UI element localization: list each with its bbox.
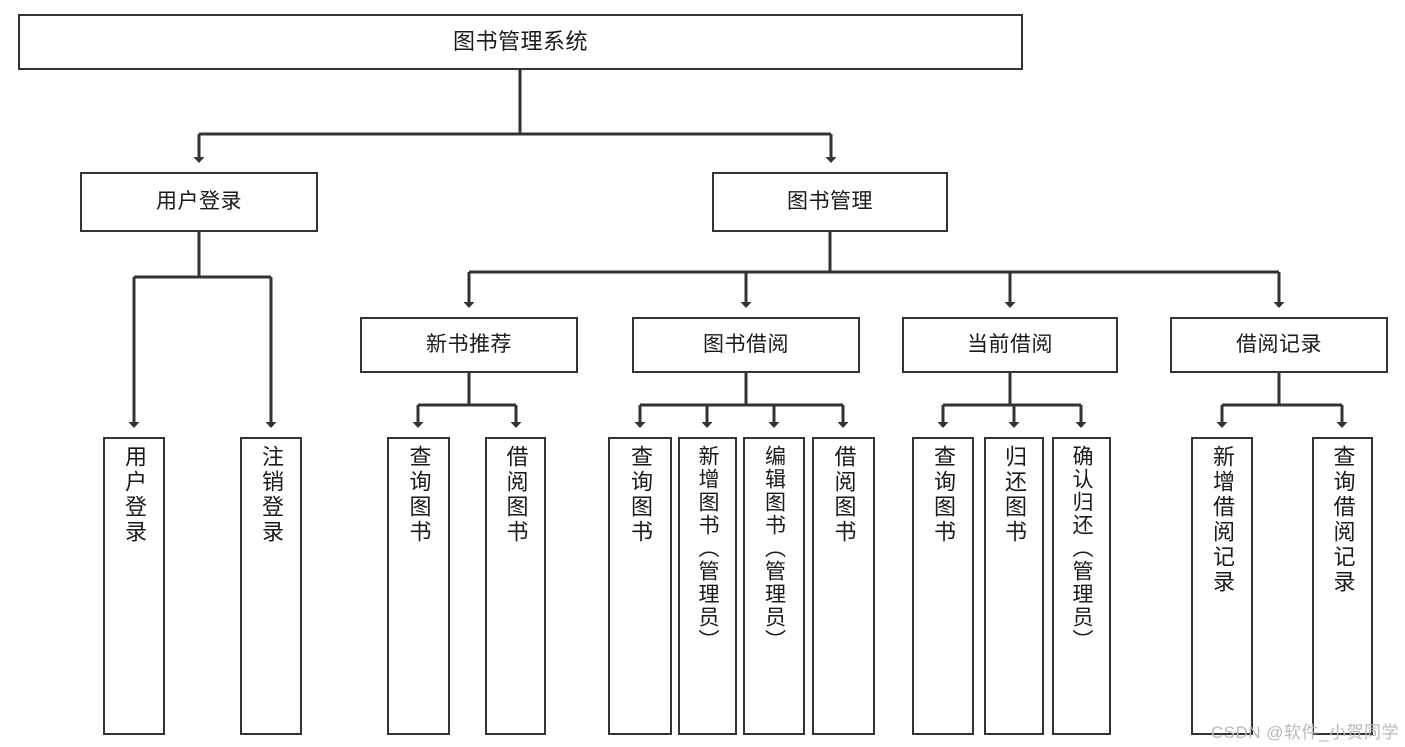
- node-leaf-borrow-book-rec-label: 借阅图书: [503, 445, 529, 545]
- node-leaf-query-book-rec-label: 查询图书: [406, 445, 432, 545]
- node-book-borrow[interactable]: 图书借阅: [632, 317, 860, 373]
- node-leaf-query-book-rec[interactable]: 查询图书: [387, 437, 450, 735]
- node-leaf-add-book-admin[interactable]: 新增图书（管理员）: [678, 437, 737, 735]
- node-borrow-record[interactable]: 借阅记录: [1170, 317, 1388, 373]
- node-leaf-edit-book-admin-label: 编辑图书（管理员）: [762, 445, 786, 652]
- node-user-login[interactable]: 用户登录: [80, 172, 318, 232]
- node-leaf-add-borrow-record[interactable]: 新增借阅记录: [1191, 437, 1253, 735]
- node-current-borrow[interactable]: 当前借阅: [902, 317, 1118, 373]
- node-leaf-add-book-admin-label: 新增图书（管理员）: [696, 445, 719, 652]
- csdn-watermark: CSDN @软件_小贺同学: [1210, 723, 1399, 742]
- node-new-book-recommend[interactable]: 新书推荐: [360, 317, 578, 373]
- node-leaf-confirm-return-admin[interactable]: 确认归还（管理员）: [1052, 437, 1111, 735]
- node-leaf-borrow-book-label: 借阅图书: [831, 445, 857, 545]
- node-leaf-logout[interactable]: 注销登录: [240, 437, 302, 735]
- node-leaf-query-book-borrow[interactable]: 查询图书: [608, 437, 672, 735]
- node-leaf-add-borrow-record-label: 新增借阅记录: [1210, 445, 1235, 595]
- node-leaf-user-login[interactable]: 用户登录: [103, 437, 165, 735]
- node-leaf-edit-book-admin[interactable]: 编辑图书（管理员）: [743, 437, 805, 735]
- node-user-login-label: 用户登录: [156, 190, 242, 214]
- node-borrow-record-label: 借阅记录: [1236, 333, 1322, 357]
- node-leaf-borrow-book[interactable]: 借阅图书: [812, 437, 875, 735]
- node-current-borrow-label: 当前借阅: [967, 333, 1053, 357]
- node-leaf-query-borrow-record-label: 查询借阅记录: [1330, 445, 1356, 595]
- node-root[interactable]: 图书管理系统: [18, 14, 1023, 70]
- node-leaf-borrow-book-rec[interactable]: 借阅图书: [485, 437, 546, 735]
- node-book-manage-label: 图书管理: [787, 190, 873, 214]
- node-leaf-query-borrow-record[interactable]: 查询借阅记录: [1312, 437, 1373, 735]
- node-leaf-user-login-label: 用户登录: [122, 445, 147, 545]
- node-leaf-return-book[interactable]: 归还图书: [984, 437, 1044, 735]
- node-leaf-confirm-return-admin-label: 确认归还（管理员）: [1070, 445, 1093, 652]
- node-leaf-logout-label: 注销登录: [259, 445, 284, 545]
- node-book-borrow-label: 图书借阅: [703, 333, 789, 357]
- node-leaf-query-book-cur[interactable]: 查询图书: [912, 437, 974, 735]
- node-leaf-query-book-borrow-label: 查询图书: [628, 445, 653, 545]
- node-leaf-query-book-cur-label: 查询图书: [931, 445, 956, 545]
- node-leaf-return-book-label: 归还图书: [1002, 445, 1027, 545]
- node-root-label: 图书管理系统: [452, 28, 588, 54]
- node-new-book-recommend-label: 新书推荐: [426, 333, 512, 357]
- node-book-manage[interactable]: 图书管理: [712, 172, 948, 232]
